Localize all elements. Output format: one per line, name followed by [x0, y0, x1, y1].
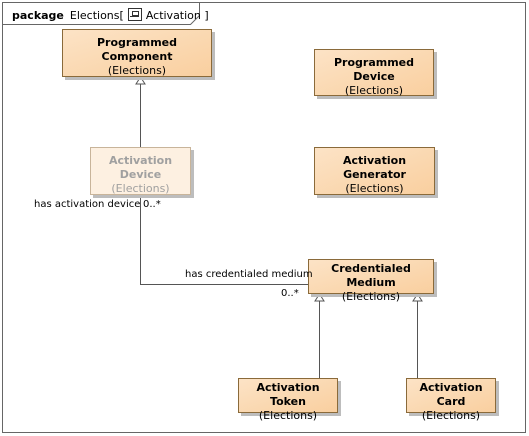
package-keyword: package: [12, 9, 64, 22]
class-name: Programmed Device: [333, 56, 415, 83]
class-programmed-device[interactable]: Programmed Device (Elections): [314, 49, 434, 97]
class-activation-token[interactable]: Activation Token (Elections): [238, 378, 338, 422]
class-name: Activation Card: [419, 381, 483, 408]
generalization-arrowhead-card: [412, 293, 423, 302]
class-programmed-component[interactable]: Programmed Component (Elections): [62, 29, 212, 77]
class-package: (Elections): [258, 409, 318, 422]
class-name: Programmed Component: [96, 36, 178, 63]
association-role-activation-device: has activation device: [34, 199, 141, 210]
bracket-close: ]: [204, 9, 209, 22]
class-package: (Elections): [421, 409, 481, 422]
class-package: (Elections): [111, 182, 170, 195]
association-multiplicity-credentialed-medium: 0..*: [281, 288, 299, 299]
association-line: [140, 196, 308, 285]
package-name: Elections: [69, 9, 120, 22]
class-credentialed-medium[interactable]: Credentialed Medium (Elections): [308, 259, 434, 303]
class-package: (Elections): [345, 182, 404, 195]
diagram-name: Activation: [145, 9, 201, 22]
class-activation-generator[interactable]: Activation Generator (Elections): [314, 147, 435, 195]
class-package: (Elections): [341, 290, 401, 303]
class-package: (Elections): [107, 64, 167, 77]
class-name: Activation Device: [108, 154, 173, 181]
class-name: Activation Token: [256, 381, 320, 408]
generalization-arrowhead-token: [314, 293, 325, 302]
diagram-header: package Elections[ Activation ]: [12, 8, 209, 22]
class-activation-card[interactable]: Activation Card (Elections): [406, 378, 496, 422]
bracket-open: [: [119, 9, 124, 22]
class-name: Credentialed Medium: [331, 262, 411, 289]
association-multiplicity-activation-device: 0..*: [143, 199, 161, 210]
generalization-arrowhead: [135, 76, 146, 85]
class-package: (Elections): [344, 84, 404, 97]
class-diagram-icon: [127, 8, 142, 21]
class-activation-device[interactable]: Activation Device (Elections): [90, 147, 191, 195]
association-role-credentialed-medium: has credentialed medium: [185, 269, 313, 280]
class-name: Activation Generator: [342, 154, 407, 181]
